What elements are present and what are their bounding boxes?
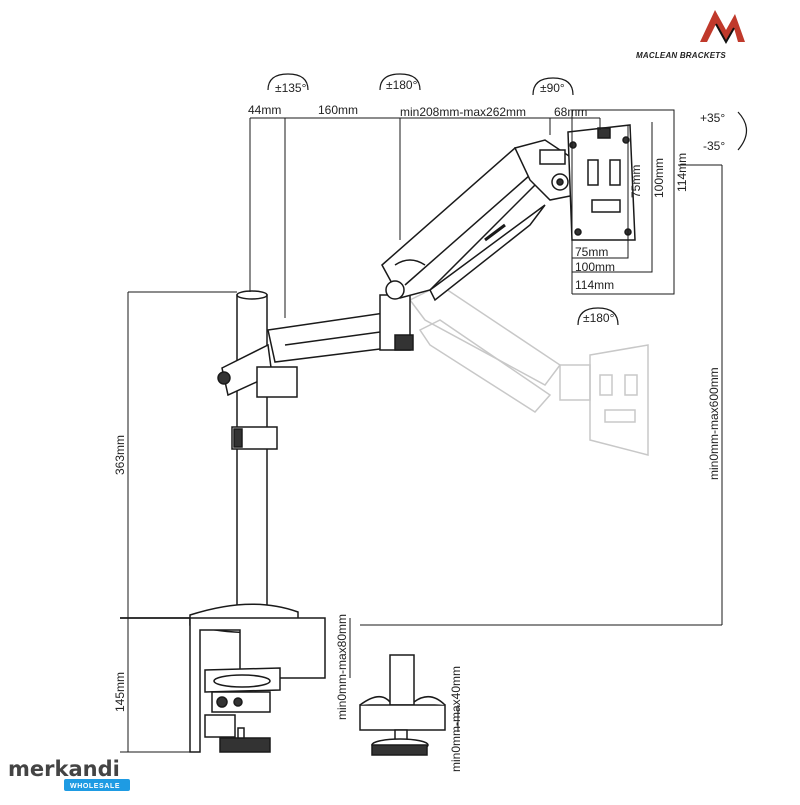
dim-68-label: 68mm	[554, 105, 587, 119]
ghost-vesa-plate	[589, 344, 649, 456]
rotation-180-bottom-label: ±180°	[583, 311, 615, 325]
dim-reach-label: min208mm-max262mm	[400, 105, 526, 119]
vesa-v75-label: 75mm	[629, 165, 643, 198]
rotate-arrow-icon	[267, 73, 309, 91]
vesa-v114-label: 114mm	[675, 153, 689, 192]
first-arm	[217, 294, 414, 398]
gas-spring-arm	[381, 146, 547, 302]
vesa-h100-label: 100mm	[575, 260, 615, 274]
height-363-label: 363mm	[113, 435, 127, 475]
rotation-90-label: ±90°	[540, 81, 565, 95]
brand-logo-text: MACLEAN BRACKETS	[636, 51, 726, 60]
cable-clip	[231, 426, 278, 450]
dim-160-label: 160mm	[318, 103, 358, 117]
wholesale-label: WHOLESALE	[70, 783, 120, 790]
desk-clamp	[120, 617, 326, 753]
range-600-label: min0mm-max600mm	[707, 367, 721, 480]
tilt-up-label: +35°	[700, 111, 725, 125]
grommet-40-label: min0mm-max40mm	[449, 666, 463, 772]
merkandi-watermark: merkandi WHOLESALE	[8, 757, 130, 791]
rotate-arrow-icon	[379, 73, 421, 91]
tilt-arrow-icon	[737, 111, 748, 151]
vesa-v100-label: 100mm	[652, 158, 666, 198]
vesa-plate	[567, 124, 636, 241]
brand-logo: MACLEAN BRACKETS	[636, 10, 745, 60]
wholesale-badge	[64, 779, 130, 791]
merkandi-name: merkandi	[8, 757, 120, 781]
desk-section	[120, 617, 326, 753]
vesa-h114-label: 114mm	[575, 278, 614, 292]
rotate-arrow-icon	[577, 307, 619, 326]
brand-m-mark	[700, 10, 745, 42]
tilt-head	[513, 139, 576, 201]
grommet-mount	[359, 654, 446, 756]
dim-44-label: 44mm	[248, 103, 281, 117]
vesa-dimension-frame	[571, 109, 675, 295]
clamp-80-label: min0mm-max80mm	[335, 614, 349, 720]
vesa-h75-label: 75mm	[575, 245, 608, 259]
height-145-label: 145mm	[113, 672, 127, 712]
rotate-arrow-icon	[532, 77, 574, 96]
dimension-lines	[120, 117, 723, 753]
tilt-down-label: -35°	[703, 139, 725, 153]
rotation-arrows	[267, 73, 748, 326]
rotation-135-label: ±135°	[275, 81, 307, 95]
rotation-180-top-label: ±180°	[386, 78, 418, 92]
